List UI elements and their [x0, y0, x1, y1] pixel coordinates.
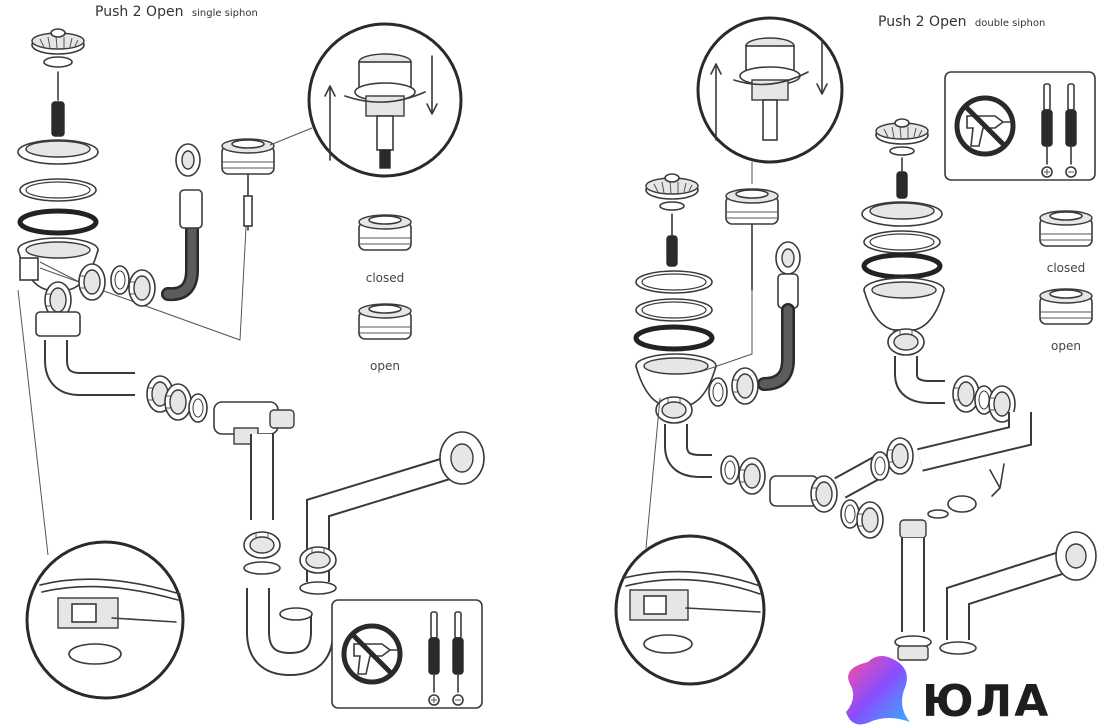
- left-wall-nut: [299, 546, 337, 574]
- yula-logo-mark-icon: [846, 656, 910, 725]
- right-state-open-icon: [1039, 288, 1093, 325]
- right-gasket-a: [635, 270, 713, 294]
- right-panel: Push 2 Open double siphon: [614, 14, 1096, 686]
- right-gasket-b: [863, 230, 941, 254]
- left-rubber-seal: [20, 211, 96, 233]
- right-cable: [699, 290, 753, 373]
- left-outlet-sleeve: [35, 311, 81, 337]
- left-title: Push 2 Open: [95, 4, 183, 20]
- right-gasket-a2: [635, 298, 713, 322]
- right-push-button: [725, 188, 779, 225]
- right-no-drill-icon: [945, 72, 1095, 180]
- yula-logo-text: ЮЛА: [922, 676, 1050, 727]
- left-oring-1: [110, 265, 130, 295]
- right-small-nut: [947, 495, 977, 513]
- right-nut-c: [856, 501, 884, 539]
- right-seal-a: [636, 327, 712, 349]
- svg-text:Push 2 Open single sipho: Push 2 Open single siphon: [95, 4, 258, 20]
- left-detail-magnifier: [307, 22, 463, 178]
- left-bottom-magnifier: [25, 540, 185, 700]
- right-flange-b: [861, 201, 943, 227]
- right-state-closed-label: closed: [1047, 261, 1086, 275]
- right-strainer-b: [875, 118, 929, 145]
- right-center-nut: [886, 437, 914, 475]
- right-hose-nut: [731, 367, 759, 405]
- right-strainer-a: [645, 173, 699, 200]
- left-subtitle: single siphon: [192, 8, 258, 19]
- left-sink-flange: [17, 139, 99, 165]
- left-nut-1: [78, 263, 106, 301]
- left-push-button: [221, 138, 275, 175]
- right-outlet-nut-b: [887, 328, 925, 356]
- left-state-open-icon: [358, 303, 412, 340]
- left-screw-thread: [51, 101, 65, 137]
- left-state-open-label: open: [370, 359, 400, 373]
- svg-text:Push 2 Open double sipho: Push 2 Open double siphon: [878, 14, 1045, 30]
- right-tee: [899, 519, 927, 539]
- left-state-closed-label: closed: [366, 271, 405, 285]
- yula-logo: ЮЛА: [846, 656, 1050, 727]
- left-cable: [39, 189, 249, 341]
- right-nut-a2: [810, 475, 838, 513]
- right-subtitle: double siphon: [975, 18, 1045, 29]
- right-bottom-magnifier: [614, 534, 766, 686]
- left-gasket: [19, 178, 97, 202]
- right-y-fitting: [989, 463, 1005, 497]
- right-detail-magnifier: [696, 16, 844, 164]
- left-overflow-bracket: [19, 257, 39, 281]
- right-oring-c: [840, 499, 860, 529]
- left-arm-oring: [188, 393, 208, 423]
- right-hose-oring: [708, 377, 728, 407]
- right-nut-a1: [738, 457, 766, 495]
- right-center-oring: [870, 451, 890, 481]
- left-strainer-basket: [31, 28, 85, 55]
- right-oring-a1: [720, 455, 740, 485]
- right-title: Push 2 Open: [878, 14, 966, 30]
- right-seal-b: [864, 255, 940, 277]
- left-panel: Push 2 Open single siphon: [17, 4, 485, 708]
- left-strainer-washer: [43, 56, 73, 68]
- left-arm-nut-2: [164, 383, 192, 421]
- left-state-closed-icon: [358, 214, 412, 251]
- left-siphon-washer: [243, 561, 281, 575]
- right-state-open-label: open: [1051, 339, 1081, 353]
- left-no-drill-icon: [332, 600, 482, 708]
- right-outlet-nut-a: [655, 396, 693, 424]
- left-nut-2: [128, 269, 156, 307]
- right-state-closed-icon: [1039, 210, 1093, 247]
- left-siphon-nut: [243, 531, 281, 559]
